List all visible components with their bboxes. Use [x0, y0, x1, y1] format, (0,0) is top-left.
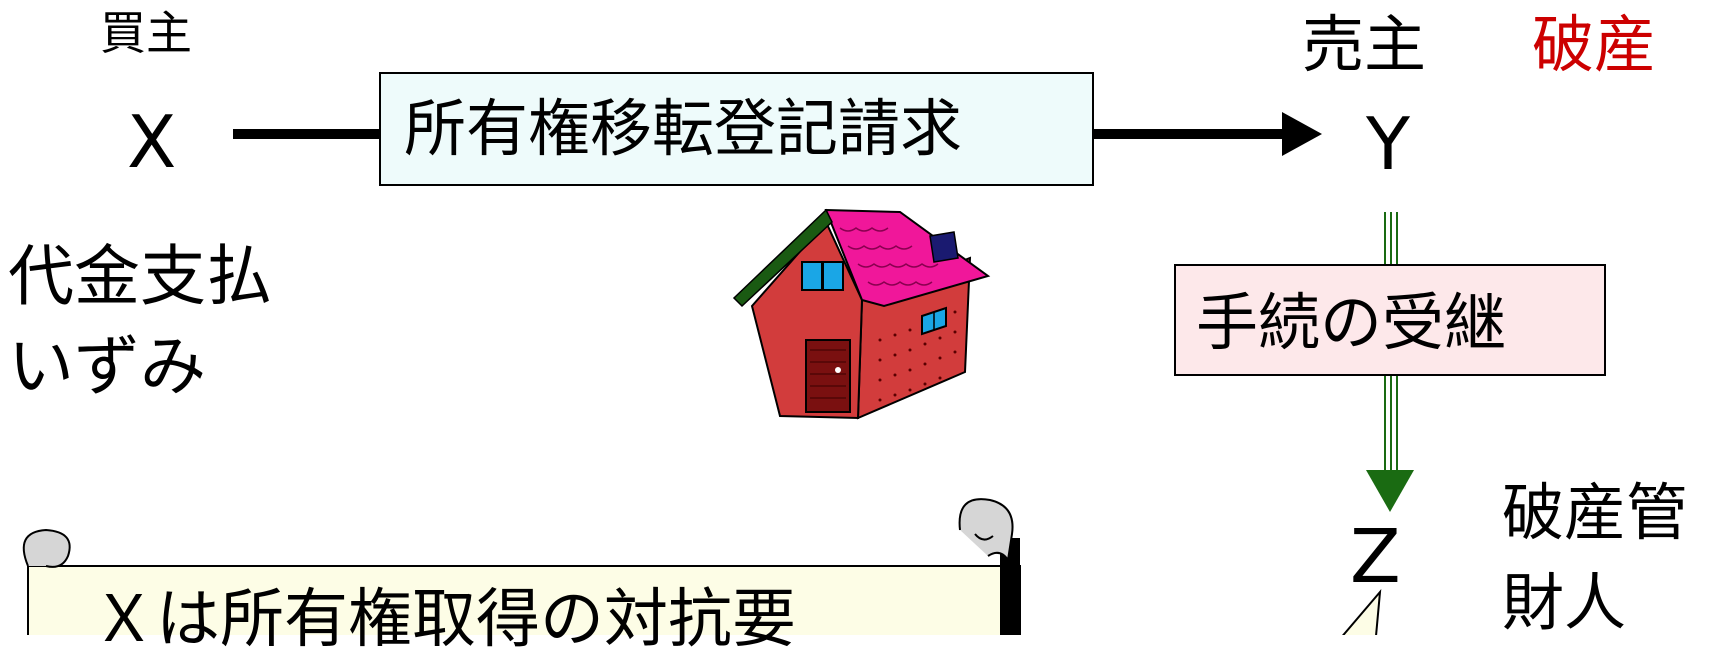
seller-status: 破産 — [1532, 8, 1657, 81]
house-icon — [732, 208, 991, 420]
claim-box — [379, 72, 1094, 186]
scroll-icon — [22, 498, 1021, 635]
buyer-role: 買主 — [100, 6, 192, 60]
trustee-role-line1: 破産管 — [1502, 476, 1689, 549]
buyer-note-line2: いずみ — [8, 328, 206, 405]
seller-letter: Y — [1366, 102, 1410, 186]
succession-box-label: 手続の受継 — [1196, 286, 1507, 359]
buyer-letter: X — [127, 100, 177, 184]
seller-role: 売主 — [1302, 8, 1427, 81]
succession-box — [1174, 264, 1606, 376]
trustee-role-line2: 財人 — [1502, 566, 1627, 639]
claim-box-label: 所有権移転登記請求 — [404, 92, 963, 165]
diagram-canvas — [22, 72, 1606, 635]
buyer-note-line1: 代金支払 — [8, 238, 272, 315]
trustee-letter: Z — [1350, 514, 1401, 600]
callout-shape — [1342, 588, 1382, 635]
scroll-text: Ｘは所有権取得の対抗要 — [92, 583, 796, 657]
